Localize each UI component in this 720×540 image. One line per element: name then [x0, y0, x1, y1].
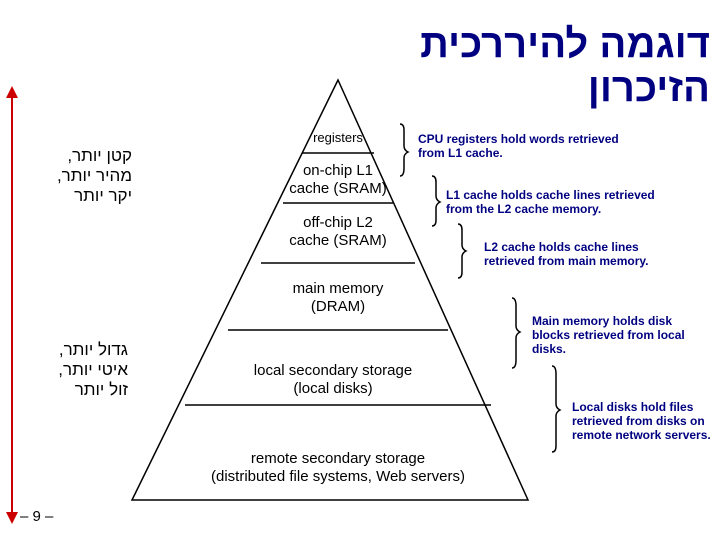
- note-brace: [399, 123, 410, 177]
- level-local-disks: local secondary storage (local disks): [253, 362, 413, 397]
- smaller-faster-label: קטן יותר, מהיר יותר, יקר יותר: [56, 146, 132, 205]
- level-remote-storage: remote secondary storage (distributed fi…: [211, 450, 465, 485]
- page-title: דוגמה להיררכית הזיכרון: [420, 22, 710, 110]
- note-l1-cache: L1 cache holds cache lines retrieved fro…: [446, 188, 655, 216]
- level-registers: registers: [313, 130, 363, 145]
- note-main-memory: Main memory holds disk blocks retrieved …: [532, 314, 685, 356]
- note-brace: [511, 297, 522, 369]
- level-main-memory: main memory (DRAM): [292, 280, 384, 315]
- pyramid-outline: [130, 78, 530, 501]
- note-local-disks: Local disks hold files retrieved from di…: [572, 400, 711, 442]
- note-l2-cache: L2 cache holds cache lines retrieved fro…: [484, 240, 649, 268]
- level-l2-cache: off-chip L2 cache (SRAM): [289, 214, 387, 249]
- note-brace: [431, 175, 442, 227]
- page-number: – 9 –: [20, 508, 54, 525]
- level-l1-cache: on-chip L1 cache (SRAM): [289, 162, 387, 197]
- note-brace: [551, 365, 562, 453]
- larger-slower-label: גדול יותר, איטי יותר, זול יותר: [58, 340, 128, 399]
- note-registers: CPU registers hold words retrieved from …: [418, 132, 619, 160]
- note-brace: [457, 223, 468, 279]
